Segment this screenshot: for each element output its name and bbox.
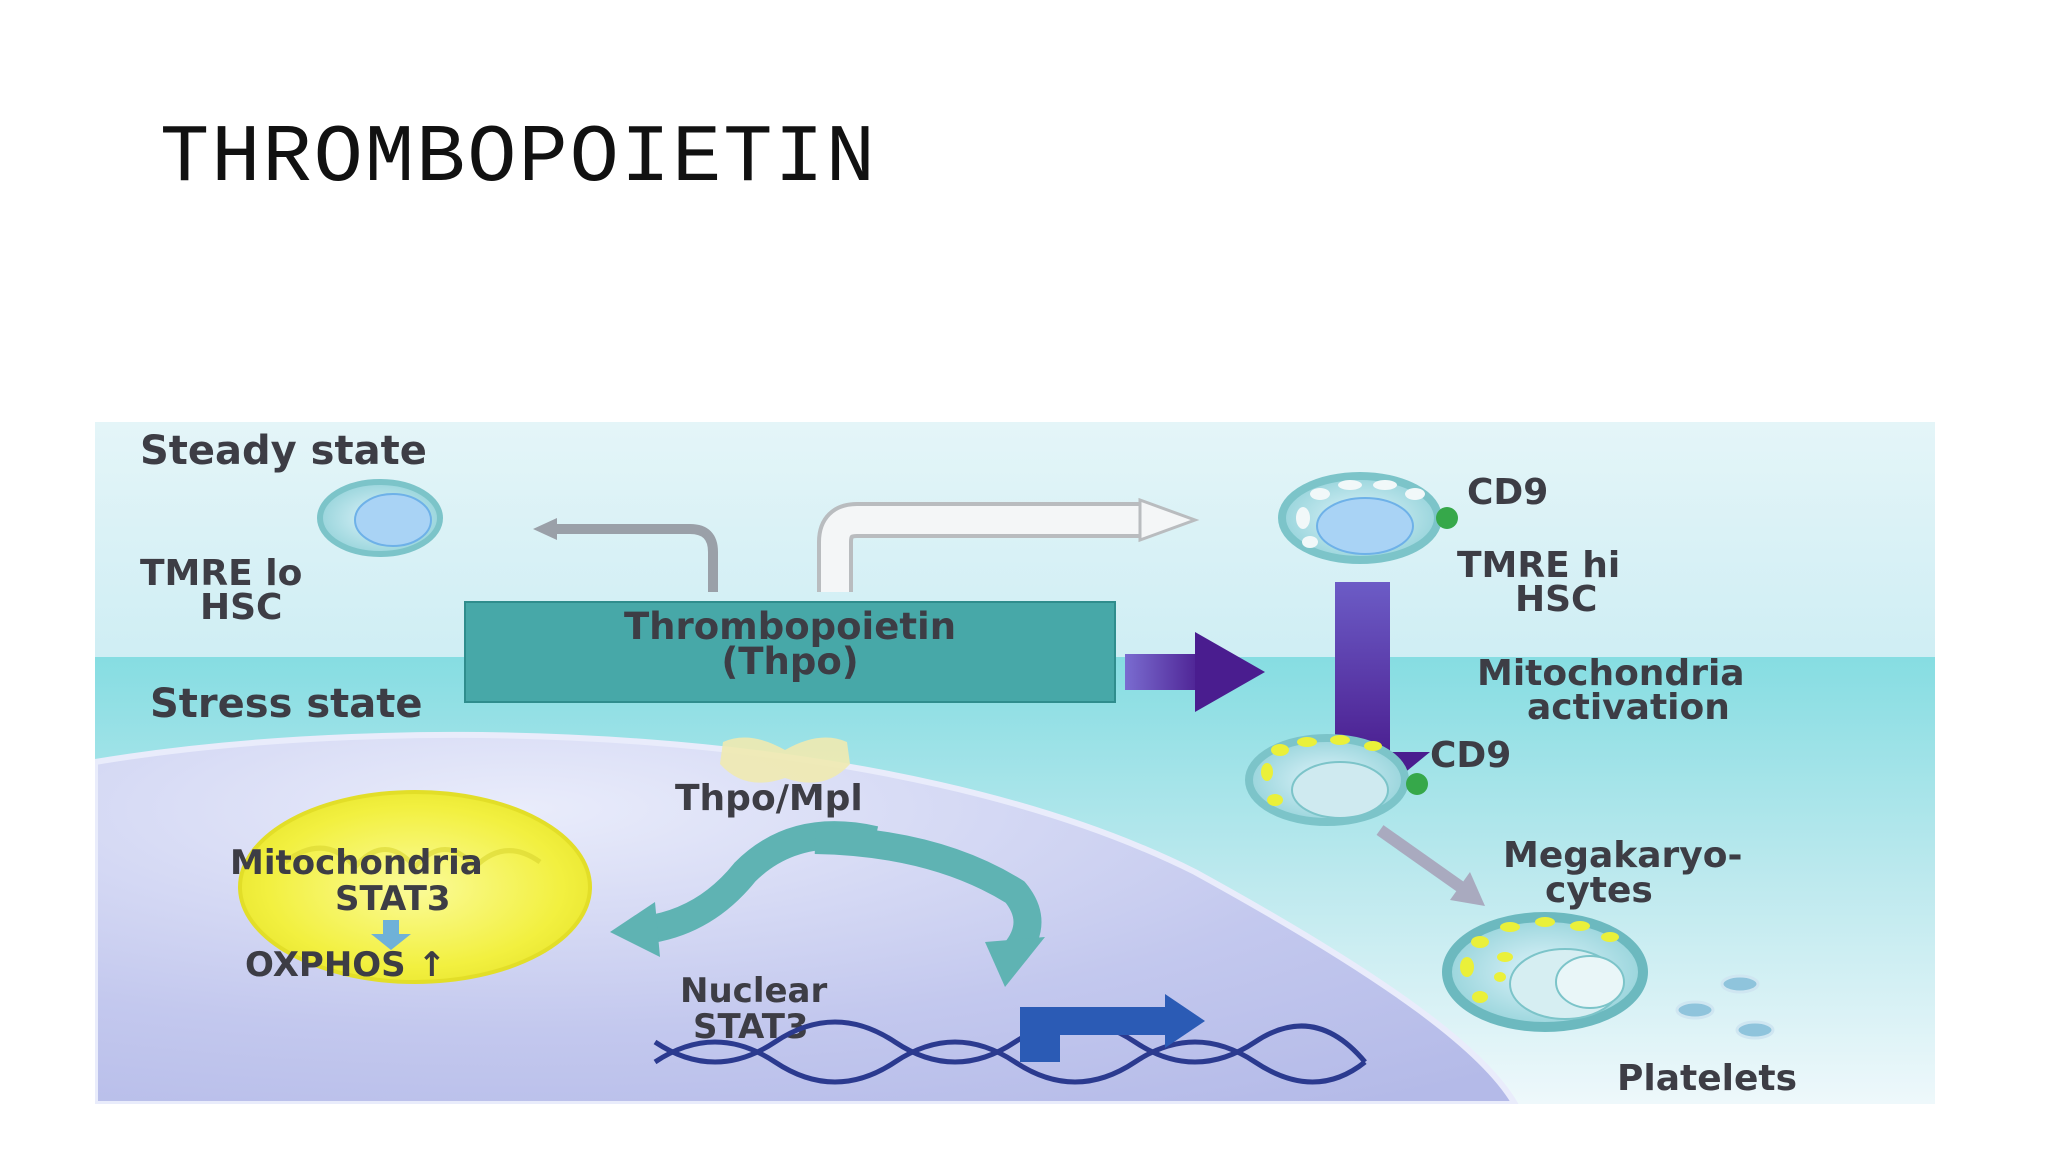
- cd9-mid-label: CD9: [1430, 735, 1511, 776]
- oxphos-label: OXPHOS ↑: [245, 945, 446, 985]
- mito-activation-label: Mitochondria: [1477, 653, 1745, 694]
- tmre-hi-label: TMRE hi: [1457, 545, 1620, 586]
- platelets: [1675, 974, 1775, 1040]
- teal-arrow-to-nucleus: [814, 826, 1045, 987]
- slide-title: THROMBOPOIETIN: [160, 112, 877, 205]
- thpo-mpl-label: Thpo/Mpl: [675, 778, 863, 819]
- thpo-box-title: Thrombopoietin: [624, 605, 956, 648]
- platelets-label: Platelets: [1617, 1058, 1797, 1099]
- tmre-hi-hsc-label: HSC: [1515, 579, 1597, 620]
- megakaryocyte-cell: [1442, 912, 1648, 1032]
- cd9-activated-cell: [1245, 734, 1428, 826]
- nuclear-stat3-label: Nuclear: [680, 971, 827, 1011]
- mito-activation-label-2: activation: [1527, 687, 1730, 728]
- thpo-box: [464, 601, 1116, 703]
- mitochondrion: [238, 790, 592, 984]
- down-arrow-small: [371, 920, 411, 950]
- mito-stat3-label-2: STAT3: [335, 879, 451, 919]
- arrow-to-tmre-lo: [545, 524, 718, 592]
- steady-state-label: Steady state: [140, 428, 427, 474]
- arrowhead-tmre-lo: [533, 518, 557, 540]
- stress-state-label: Stress state: [150, 681, 423, 727]
- tmre-lo-label: TMRE lo: [140, 553, 302, 594]
- thpo-mpl-receptor: [720, 737, 850, 783]
- cd9-top-label: CD9: [1467, 472, 1548, 513]
- mito-stat3-label: Mitochondria: [230, 843, 483, 883]
- tmre-hi-hsc-cell: [1278, 472, 1458, 564]
- purple-right-arrow: [1125, 632, 1265, 712]
- thpo-box-subtitle: (Thpo): [721, 640, 858, 683]
- dna-helix: [653, 1019, 1367, 1085]
- transcription-arrow: [1020, 994, 1205, 1062]
- megakaryocytes-label: Megakaryo-: [1503, 835, 1742, 876]
- megakaryocytes-label-2: cytes: [1545, 870, 1653, 911]
- arrow-to-megakaryocytes: [1376, 825, 1485, 906]
- thpo-pathway-diagram: Steady state TMRE lo HSC CD9 TMRE hi HSC…: [95, 422, 1935, 1104]
- arrow-to-tmre-hi: [817, 497, 1200, 592]
- tmre-lo-hsc-cell: [317, 479, 443, 557]
- tmre-lo-hsc-label: HSC: [200, 587, 282, 628]
